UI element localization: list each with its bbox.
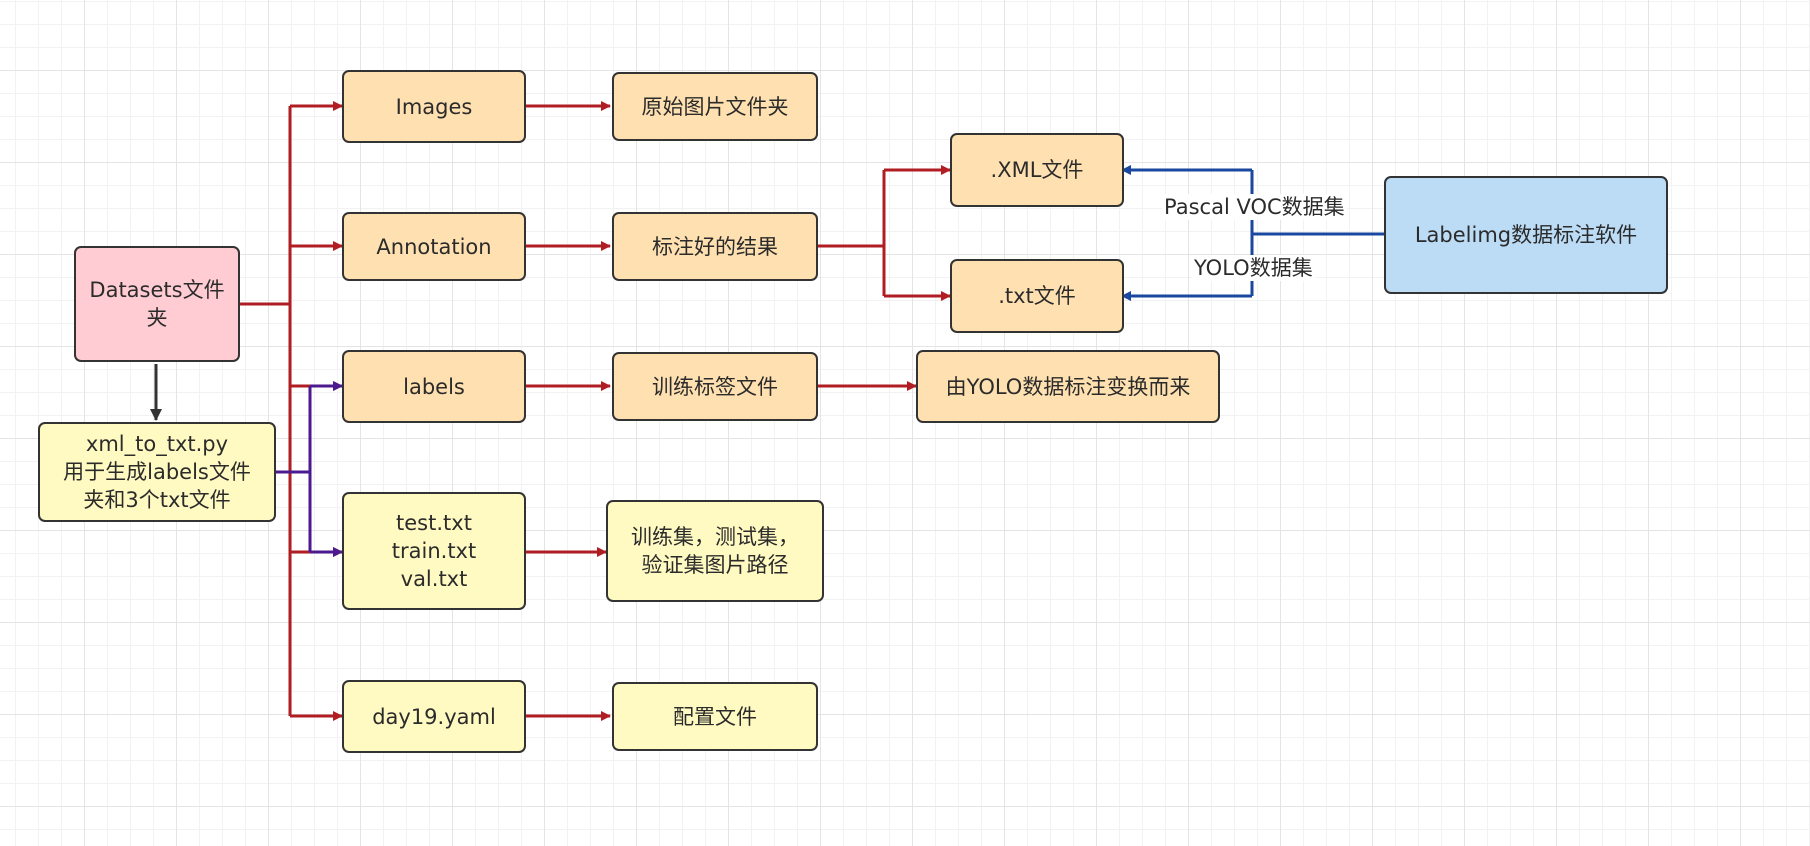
- txt-file-label: .txt文件: [998, 284, 1076, 308]
- labelimg-node[interactable]: Labelimg数据标注软件: [1384, 176, 1668, 294]
- annotation-node[interactable]: Annotation: [342, 212, 526, 281]
- xml-file-node[interactable]: .XML文件: [950, 133, 1124, 207]
- txt-files-node[interactable]: test.txt train.txt val.txt: [342, 492, 526, 610]
- xml-to-txt-script-node[interactable]: xml_to_txt.py 用于生成labels文件 夹和3个txt文件: [38, 422, 276, 522]
- datasets-folder-node[interactable]: Datasets文件 夹: [74, 246, 240, 362]
- yaml-desc-label: 配置文件: [673, 704, 757, 729]
- labels-source-node[interactable]: 由YOLO数据标注变换而来: [916, 350, 1220, 423]
- annotation-desc-label: 标注好的结果: [652, 234, 778, 259]
- xml-file-label: .XML文件: [990, 158, 1084, 182]
- images-desc-node[interactable]: 原始图片文件夹: [612, 72, 818, 141]
- xml-to-txt-script-label: xml_to_txt.py 用于生成labels文件 夹和3个txt文件: [63, 432, 251, 512]
- labels-label: labels: [403, 374, 465, 399]
- yolo-edge-label: YOLO数据集: [1192, 255, 1315, 281]
- images-desc-label: 原始图片文件夹: [641, 94, 789, 119]
- yaml-node[interactable]: day19.yaml: [342, 680, 526, 753]
- labels-desc-node[interactable]: 训练标签文件: [612, 352, 818, 421]
- txt-desc-label: 训练集，测试集， 验证集图片路径: [631, 525, 799, 577]
- annotation-desc-node[interactable]: 标注好的结果: [612, 212, 818, 281]
- images-label: Images: [395, 94, 473, 119]
- txt-file-node[interactable]: .txt文件: [950, 259, 1124, 333]
- labelimg-label: Labelimg数据标注软件: [1414, 223, 1638, 247]
- txt-desc-node[interactable]: 训练集，测试集， 验证集图片路径: [606, 500, 824, 602]
- yaml-label: day19.yaml: [372, 704, 496, 729]
- labels-node[interactable]: labels: [342, 350, 526, 423]
- labels-source-label: 由YOLO数据标注变换而来: [945, 374, 1191, 399]
- yaml-desc-node[interactable]: 配置文件: [612, 682, 818, 751]
- images-node[interactable]: Images: [342, 70, 526, 143]
- txt-files-label: test.txt train.txt val.txt: [391, 511, 477, 591]
- datasets-folder-label: Datasets文件 夹: [89, 278, 225, 330]
- annotation-label: Annotation: [376, 234, 492, 259]
- labels-desc-label: 训练标签文件: [652, 374, 778, 399]
- pascal-voc-edge-label: Pascal VOC数据集: [1162, 194, 1347, 220]
- edge-annotation-branch: [816, 170, 886, 296]
